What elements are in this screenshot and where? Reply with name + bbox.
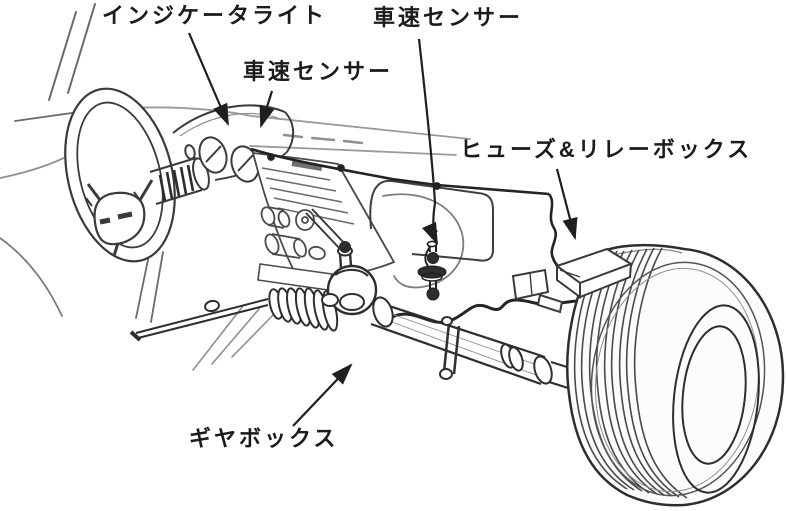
rack-bellows <box>268 287 339 332</box>
steering-wheel <box>64 87 176 263</box>
label-gear-box: ギヤボックス <box>189 426 339 451</box>
label-speed-sensor-dash: 車速センサー <box>243 59 394 84</box>
leader-speed-sensor-dash <box>259 90 275 129</box>
center-console <box>251 151 396 291</box>
label-indicator-light: インジケータライト <box>102 3 328 28</box>
label-fuse-relay-box: ヒューズ&リレーボックス <box>460 137 753 162</box>
speed-sensor-part <box>417 240 447 301</box>
leader-speed-sensor-main <box>417 38 439 246</box>
leader-lines <box>187 32 578 427</box>
intermediate-shaft <box>305 208 348 251</box>
tire-hub-rings <box>672 304 760 494</box>
leader-fuse-relay-box <box>555 168 578 241</box>
fuse-relay-box-part <box>511 247 634 314</box>
label-speed-sensor-main: 車速センサー <box>373 5 524 30</box>
leader-gear-box <box>292 363 353 427</box>
steering-gear-box <box>129 241 601 395</box>
bulkhead-outline <box>369 179 494 262</box>
console-knobs <box>260 206 326 261</box>
leader-indicator-light <box>187 32 230 127</box>
console-vents <box>261 167 355 225</box>
rack-tube <box>370 296 601 395</box>
pinion-housing <box>321 241 378 316</box>
